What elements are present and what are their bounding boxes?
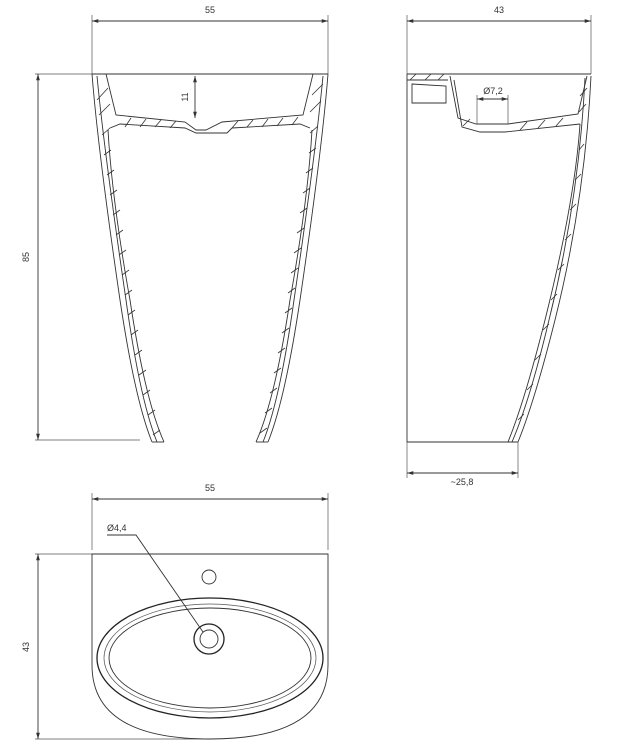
top-view: 55 43 Ø4,4	[21, 483, 329, 740]
top-depth-label: 43	[21, 642, 31, 652]
base-depth-label: ~25,8	[451, 477, 474, 487]
drain-hole	[193, 623, 225, 655]
top-width-label: 55	[205, 483, 215, 493]
front-view: 55 85 11	[21, 5, 329, 443]
front-height-label: 85	[21, 252, 31, 262]
tap-hole-diameter-label: Ø4,4	[107, 523, 127, 533]
side-view: 43 Ø7,2	[406, 5, 592, 487]
side-depth-label: 43	[494, 5, 504, 15]
bowl-depth-label: 11	[180, 92, 190, 101]
drain-diameter-label: Ø7,2	[483, 86, 503, 96]
tap-hole	[201, 569, 217, 585]
front-width-label: 55	[205, 5, 215, 15]
